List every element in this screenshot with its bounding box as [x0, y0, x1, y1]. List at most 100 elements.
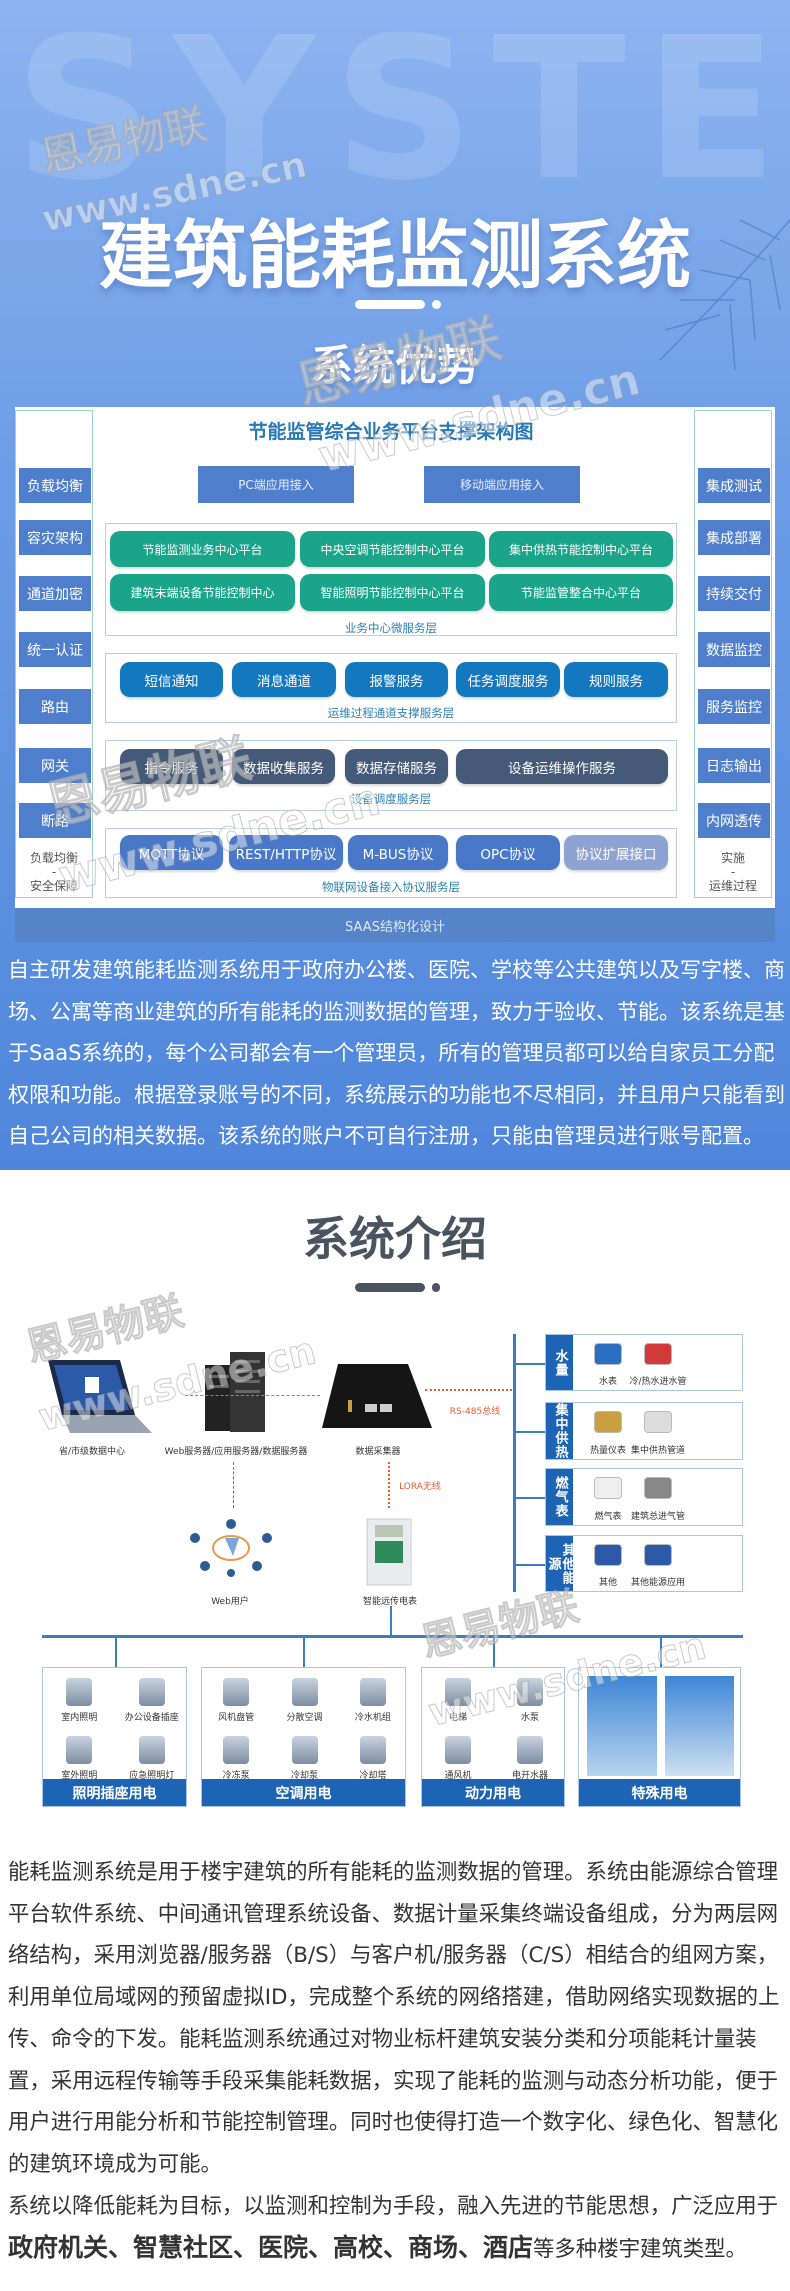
group-label: 空调用电: [202, 1779, 405, 1806]
side-footer-text: 负载均衡: [29, 851, 78, 865]
device-label: 办公设备插座: [124, 1713, 179, 1723]
device-label: 水泵: [520, 1713, 540, 1723]
palm-leaf-decoration: [659, 219, 790, 371]
device-label: 其他: [598, 1578, 618, 1588]
device-icon: [223, 1736, 250, 1764]
device-icon: [359, 1678, 386, 1706]
advantage-description: 自主研发建筑能耗监测系统用于政府办公楼、医院、学校等公共建筑以及写字楼、商场、公…: [8, 958, 785, 1148]
device-label: 分散空调: [286, 1713, 323, 1723]
node-label: 数据采集器: [355, 1447, 401, 1457]
group-label: 水量: [546, 1335, 573, 1390]
service-pill: 智能照明节能控制中心平台: [300, 574, 485, 611]
intro-description: 能耗监测系统是用于楼宇建筑的所有能耗的监测数据的管理。系统由能源综合管理平台软件…: [8, 1852, 788, 2271]
service-pill: 指令服务: [120, 749, 223, 784]
branch-line: [516, 1362, 545, 1365]
device-icon: [594, 1411, 622, 1433]
watermark-cn: 恩易物联: [416, 1583, 584, 1667]
device-icon: [644, 1411, 672, 1433]
side-footer-text: -: [51, 865, 57, 879]
layer-label: 物联网设备接入协议服务层: [322, 880, 460, 894]
service-pill: 短信通知: [120, 662, 223, 697]
service-layer: 物联网设备接入协议服务层: [105, 828, 677, 898]
lora-label: LORA无线: [399, 1482, 441, 1492]
service-pill: 集中供热节能控制中心平台: [489, 531, 673, 567]
device-icon: [445, 1678, 471, 1706]
branch-line: [516, 1497, 545, 1499]
service-pill: M-BUS协议: [348, 835, 448, 870]
right-bus-line: [513, 1334, 516, 1592]
branch-line: [516, 1563, 545, 1566]
service-pill: 设备运维操作服务: [456, 749, 668, 784]
layer-label: 业务中心微服务层: [345, 621, 437, 635]
text-segment: 系统以降低能耗为目标，以监测和控制为手段，融入先进的节能思想，广泛应用于: [8, 2193, 779, 2219]
device-icon: [594, 1343, 622, 1365]
node-label: Web服务器/应用服务器/数据服务器: [164, 1447, 308, 1457]
service-pill: 中央空调节能控制中心平台: [300, 531, 485, 567]
device-label: 室内照明: [61, 1713, 98, 1723]
server-rack-icon: [205, 1352, 265, 1432]
page-title: 建筑能耗监测系统: [99, 213, 691, 299]
hero-section: SYSTEM 建筑能耗监测系统 系统优势 恩易物联 www.sdne.cn 负载…: [0, 0, 790, 1170]
device-icon: [138, 1736, 165, 1764]
service-layer: 业务中心微服务层: [105, 523, 677, 636]
device-label: 电梯: [448, 1713, 468, 1723]
service-pill: 数据存储服务: [345, 749, 448, 784]
service-pill: REST/HTTP协议: [229, 835, 343, 870]
highlighted-sectors: 政府机关、智慧社区、医院、高校、商场、酒店: [8, 2233, 534, 2263]
group-label: 燃气表: [546, 1469, 573, 1525]
intro-paragraph-1: 能耗监测系统是用于楼宇建筑的所有能耗的监测数据的管理。系统由能源综合管理平台软件…: [8, 1860, 780, 2177]
device-label: 应急照明灯: [129, 1771, 175, 1781]
side-item: 集成部署: [698, 520, 770, 555]
device-label: 冷/热水进水管: [629, 1377, 687, 1387]
device-label: 冷却塔: [359, 1771, 387, 1781]
device-label: 通风机: [444, 1771, 472, 1781]
meter-drop-line: [390, 1606, 392, 1637]
device-icon: [594, 1477, 622, 1499]
section-curve: [0, 1170, 790, 1300]
background-word: SYSTEM: [14, 0, 790, 224]
side-item: 集成测试: [698, 468, 770, 503]
service-pill: OPC协议: [456, 835, 560, 870]
right-device-group: 燃气表燃气表建筑总进气管: [545, 1468, 743, 1526]
side-item: 容灾架构: [19, 520, 91, 555]
side-item: 持续交付: [698, 576, 770, 611]
side-item: 负载均衡: [19, 468, 91, 503]
group-label: 照明插座用电: [43, 1779, 186, 1806]
service-layer: 设备调度服务层: [105, 740, 677, 811]
electric-meter-icon: [366, 1518, 412, 1586]
device-icon: [291, 1678, 318, 1706]
service-pill: 消息通道: [232, 662, 336, 697]
side-item: 内网透传: [698, 803, 770, 838]
device-label: 风机盘管: [218, 1713, 255, 1723]
device-icon: [644, 1343, 672, 1365]
section-title-intro: 系统介绍: [303, 1212, 487, 1266]
intro-paragraph-2: 系统以降低能耗为目标，以监测和控制为手段，融入先进的节能思想，广泛应用于政府机关…: [8, 2186, 788, 2271]
right-device-group: 其他能源其他 其他能源应用: [545, 1535, 743, 1592]
side-item: 服务监控: [698, 689, 770, 724]
side-item: 路由: [19, 689, 91, 724]
device-label: 其他能源应用: [630, 1578, 686, 1588]
group-label: 其他能源: [546, 1536, 575, 1591]
service-layer: 运维过程通道支撑服务层: [105, 653, 677, 723]
section-title-advantages: 系统优势: [310, 341, 479, 390]
intro-divider-dot: [432, 1283, 440, 1292]
side-item: 断路: [19, 803, 91, 838]
web-user-arrow: [233, 1462, 234, 1508]
device-label: 热量仪表: [589, 1446, 627, 1456]
service-pill: 报警服务: [345, 662, 448, 697]
device-icon: [644, 1477, 672, 1499]
device-label: 冷水机组: [354, 1713, 391, 1723]
right-column: 集成测试集成部署持续交付数据监控服务监控日志输出内网透传实施-运维过程: [694, 410, 772, 898]
intro-divider: [355, 1283, 425, 1292]
side-footer-text: -: [730, 865, 736, 879]
device-icon: [517, 1736, 543, 1764]
side-footer-text: 安全保障: [29, 879, 78, 893]
device-icon: [66, 1736, 93, 1764]
device-icon: [517, 1678, 543, 1706]
web-users-icon: [190, 1519, 272, 1577]
drop-line: [660, 1638, 662, 1667]
device-icon: [291, 1736, 318, 1764]
saas-footer-bar: SAAS结构化设计: [15, 908, 775, 942]
service-pill: 协议扩展接口: [564, 835, 668, 870]
side-item: 网关: [19, 748, 91, 783]
